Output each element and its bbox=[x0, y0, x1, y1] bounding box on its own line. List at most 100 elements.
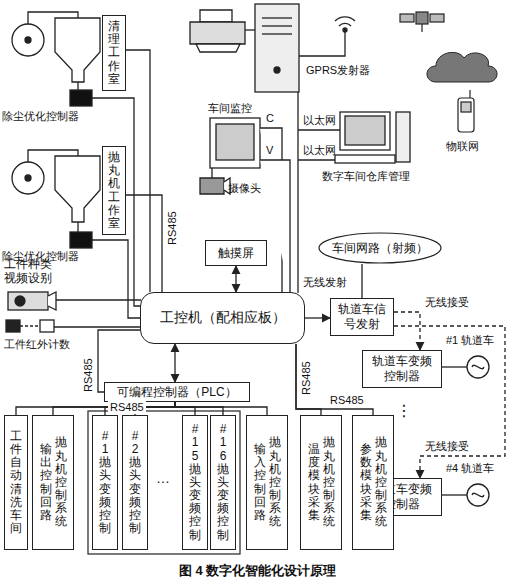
video-sensor bbox=[8, 292, 141, 310]
infrared-counter bbox=[20, 325, 40, 326]
dust-collector bbox=[25, 37, 31, 43]
gprs-antenna bbox=[339, 23, 351, 26]
annotation-label: V bbox=[266, 144, 273, 157]
dust-collector bbox=[92, 240, 140, 318]
process-box: 抛丸机控制系统输入控制回路 bbox=[246, 415, 288, 550]
connector bbox=[174, 344, 175, 382]
annotation-label: 工件红外计数 bbox=[4, 338, 70, 351]
bus-label: RS485 bbox=[108, 401, 146, 414]
controller-box: #2抛头变频控制 bbox=[122, 415, 148, 550]
bus-label: RS485 bbox=[82, 358, 95, 392]
annotation-label: 以太网 bbox=[303, 114, 336, 127]
annotation-label: 数字车间仓库管理 bbox=[322, 170, 410, 183]
rail-motor bbox=[472, 493, 484, 496]
infrared-counter bbox=[6, 320, 20, 332]
rail-motor bbox=[442, 356, 489, 506]
work-chamber: 清理工作室 bbox=[102, 15, 126, 91]
network-ellipse: 车间网路（射频） bbox=[318, 232, 442, 264]
printer-icon bbox=[190, 22, 245, 44]
gprs-antenna bbox=[299, 17, 355, 56]
connector bbox=[394, 312, 420, 350]
node-text: #15抛头变频控制 bbox=[189, 423, 201, 542]
satellite-icon bbox=[430, 14, 444, 22]
computer-icon bbox=[298, 159, 335, 160]
connector bbox=[394, 326, 505, 478]
rail-motor bbox=[442, 366, 467, 367]
node-text: #2抛头变频控制 bbox=[129, 430, 141, 536]
connector bbox=[16, 402, 175, 415]
process-box: 工件自动清洗车间 bbox=[4, 415, 28, 550]
connector bbox=[105, 402, 175, 415]
ellipse-outline bbox=[319, 233, 441, 263]
monitor-icon bbox=[200, 92, 298, 293]
connector bbox=[126, 195, 162, 292]
video-sensor bbox=[8, 292, 48, 310]
dust-collector bbox=[77, 222, 78, 232]
bus-label: RS485 bbox=[330, 394, 364, 407]
dust-collector bbox=[70, 232, 92, 248]
plc-box: 可编程控制器（PLC） bbox=[104, 382, 250, 402]
server-icon bbox=[274, 67, 280, 73]
server-icon bbox=[262, 33, 292, 34]
node-text: 清理工作室 bbox=[108, 20, 120, 86]
computer-icon bbox=[335, 155, 395, 163]
annotation-label: … bbox=[156, 470, 170, 486]
phone-icon bbox=[458, 98, 474, 132]
infrared-counter bbox=[40, 320, 54, 332]
node-text: 抛丸机工作室 bbox=[108, 151, 120, 230]
annotation-label: 无线发射 bbox=[303, 276, 347, 289]
controller-box: #15抛头变频控制 bbox=[182, 415, 208, 550]
edge-label: 无线接受 bbox=[424, 440, 470, 453]
bus-label: RS485 bbox=[300, 361, 313, 395]
gprs-antenna bbox=[299, 30, 345, 56]
connector bbox=[175, 402, 223, 415]
acquisition-box: 抛丸机控制系统参数模块采集 bbox=[352, 415, 394, 550]
bus-label: RS485 bbox=[166, 211, 179, 245]
computer-icon bbox=[298, 112, 410, 163]
controller-group-frame bbox=[88, 411, 240, 554]
touch-screen-box: 触摸屏 bbox=[205, 240, 267, 266]
server-icon bbox=[255, 4, 299, 92]
annotation-label: ⋮ bbox=[396, 402, 412, 420]
monitor-icon bbox=[297, 92, 298, 293]
printer-icon bbox=[245, 29, 255, 30]
phone-icon bbox=[458, 90, 474, 132]
edge-label: 无线接受 bbox=[424, 296, 470, 309]
server-icon bbox=[262, 17, 292, 18]
monitor-icon bbox=[200, 178, 224, 194]
rail-motor bbox=[467, 356, 489, 378]
work-chamber: 抛丸机工作室 bbox=[102, 146, 126, 235]
node-text: 抛丸机控制系统 bbox=[323, 436, 335, 528]
video-sensor bbox=[48, 292, 56, 310]
rail-motor bbox=[467, 484, 489, 506]
node-text: 抛丸机控制系统 bbox=[269, 436, 281, 528]
monitor-icon bbox=[260, 160, 290, 292]
node-text: 触摸屏 bbox=[218, 246, 254, 261]
computer-icon bbox=[396, 112, 410, 162]
dust-collector bbox=[70, 90, 92, 106]
computer-icon bbox=[298, 129, 340, 130]
rail-motor bbox=[472, 365, 484, 368]
acquisition-box: 抛丸机控制系统温度模块采集 bbox=[300, 415, 342, 550]
monitor-icon bbox=[216, 124, 254, 160]
node-text: 轨道车变频控制器 bbox=[367, 354, 437, 384]
node-text: #16抛头变频控制 bbox=[217, 423, 229, 542]
satellite-icon bbox=[421, 24, 422, 32]
node-text: 输出控制回路 bbox=[40, 443, 52, 522]
dust-collector bbox=[12, 24, 44, 56]
annotation-label: C bbox=[266, 112, 274, 125]
gprs-antenna bbox=[343, 28, 347, 32]
cloud-icon bbox=[427, 52, 497, 82]
annotation-label: GPRS发射器 bbox=[306, 64, 370, 77]
controller-box: #1抛头变频控制 bbox=[92, 415, 118, 550]
dust-collector bbox=[92, 98, 141, 306]
annotation-label: 工件种类视频设别 bbox=[4, 258, 56, 286]
annotation-label: 物联网 bbox=[446, 140, 479, 153]
connector bbox=[175, 402, 267, 415]
printer-icon bbox=[190, 10, 255, 52]
annotation-label: #4 轨道车 bbox=[446, 462, 494, 475]
cloud-icon bbox=[427, 52, 497, 82]
node-text: 参数模块采集 bbox=[360, 443, 372, 522]
node-text: 车间网路（射频） bbox=[332, 241, 428, 256]
figure-caption: 图 4 数字化智能化设计原理 bbox=[0, 562, 515, 580]
